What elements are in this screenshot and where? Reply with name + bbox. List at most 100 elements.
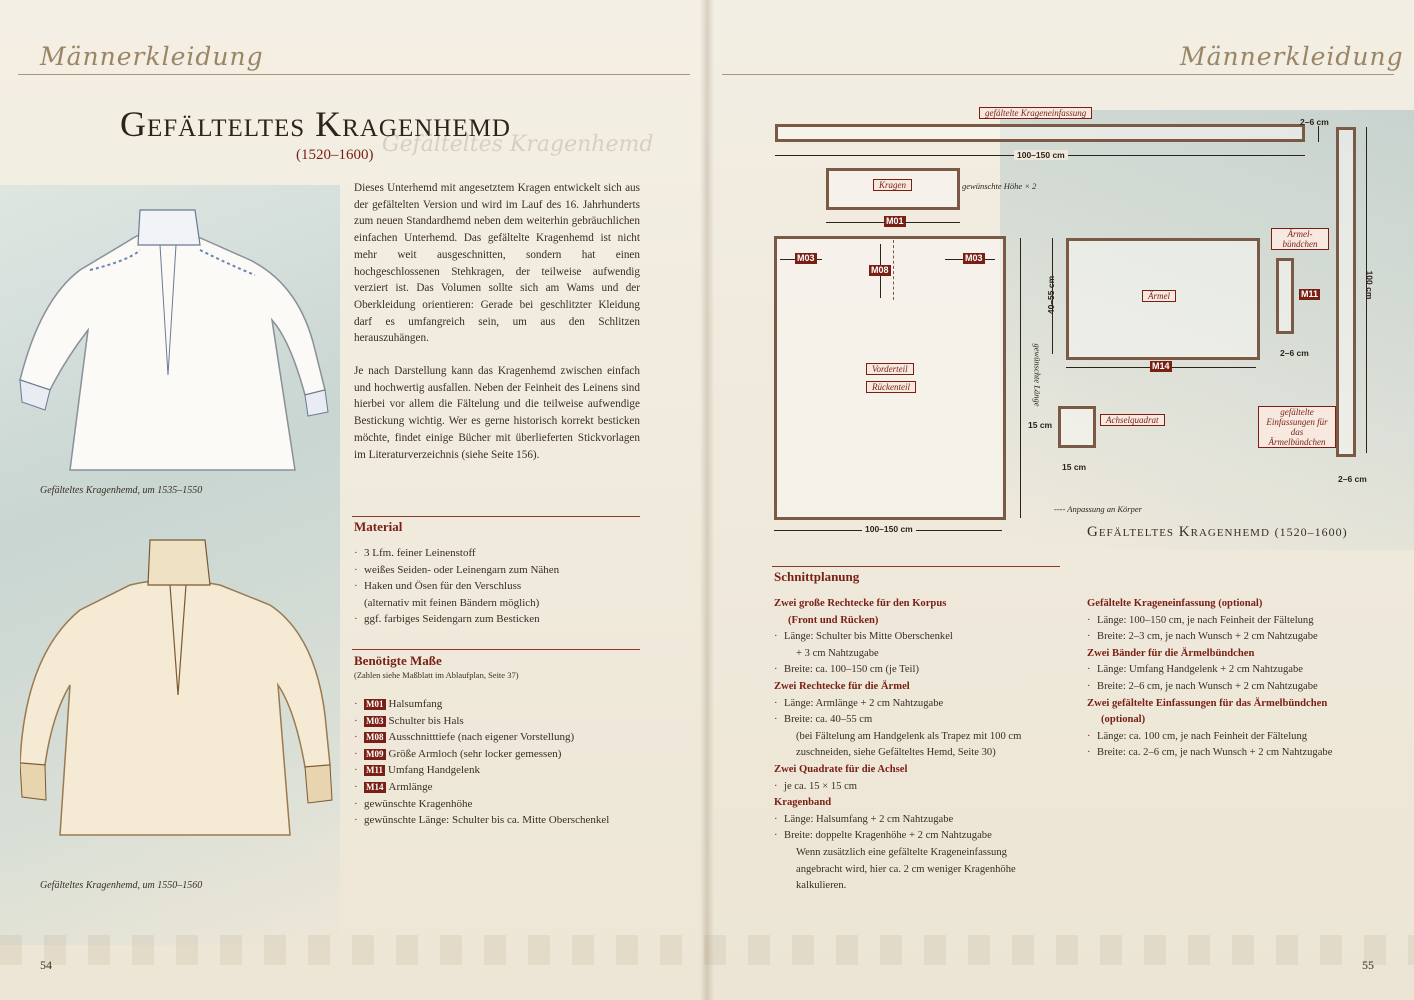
plan-heading: Schnittplanung [774, 569, 860, 584]
dim-line [1020, 238, 1021, 518]
masse-item-label: Armlänge [388, 780, 433, 793]
masse-rule [352, 649, 640, 650]
masse-item: gewünschte Kragenhöhe [354, 796, 654, 813]
pattern-achselquadrat [1058, 406, 1096, 448]
plan-line: Breite: 2–6 cm, je nach Wunsch + 2 cm Na… [1087, 679, 1387, 696]
tag-m01: M01 [884, 216, 906, 227]
tag-m11: M11 [1299, 289, 1321, 300]
masse-item-label: Ausschnitttiefe (nach eigener Vorstellun… [388, 731, 575, 744]
plan-line: (bei Fältelung am Handgelenk als Trapez … [796, 730, 1022, 742]
label-rueckenteil: Rückenteil [866, 381, 916, 393]
plan-column-1: Zwei große Rechtecke für den Korpus(Fron… [774, 596, 1074, 895]
dim-cuff-width: 2–6 cm [1280, 348, 1309, 358]
masse-item-label: Umfang Handgelenk [388, 764, 480, 777]
pattern-strip-kragen-einfassung [775, 124, 1305, 142]
material-list: 3 Lfm. feiner Leinenstoff weißes Seiden-… [354, 545, 644, 628]
plan-line: Zwei Bänder für die Ärmelbündchen [1087, 647, 1255, 659]
measurement-icon: M09 [364, 748, 386, 760]
label-kragen-hoehe: gewünschte Höhe × 2 [962, 181, 1037, 191]
shirt-illustration-2 [20, 539, 333, 836]
masse-item-label: Halsumfang [388, 698, 443, 710]
label-aermelbuendchen: Ärmel-bündchen [1271, 228, 1329, 250]
masse-note: (Zahlen siehe Maßblatt im Ablaufplan, Se… [354, 670, 519, 680]
plan-line: Gefältelte Krageneinfassung (optional) [1087, 598, 1263, 609]
pattern-aermelbuendchen [1276, 258, 1294, 334]
plan-line: Zwei Quadrate für die Achsel [774, 763, 908, 775]
measurement-icon: M08 [364, 732, 386, 744]
footer-ornament [0, 935, 1414, 965]
measurement-icon: M11 [364, 765, 385, 777]
tag-m08: M08 [869, 265, 891, 276]
intro-paragraph-2: Je nach Darstellung kann das Kragenhemd … [354, 365, 640, 461]
intro-paragraph-1: Dieses Unterhemd mit angesetztem Kragen … [354, 182, 640, 345]
dim-strip-width: 2–6 cm [1338, 474, 1367, 484]
header-rule-left [18, 74, 690, 75]
measurement-icon: M03 [364, 715, 386, 727]
label-aermel: Ärmel [1142, 290, 1176, 302]
measurement-icon: M01 [364, 699, 386, 710]
material-item: 3 Lfm. feiner Leinenstoff [354, 545, 644, 562]
page-title: Gefälteltes Kragenhemd [120, 104, 511, 144]
material-rule [352, 516, 640, 517]
masse-item-label: Schulter bis Hals [388, 714, 464, 727]
plan-column-2: Gefältelte Krageneinfassung (optional) Lä… [1087, 596, 1387, 762]
dim-top-width: 100–150 cm [1014, 150, 1068, 160]
page-number-left: 54 [40, 958, 52, 972]
dim-sleeve-height: 40–55 cm [1046, 275, 1057, 315]
page-number-right: 55 [1362, 958, 1374, 972]
tag-m03-left: M03 [795, 253, 817, 264]
chapter-header-right: Männerkleidung [1180, 42, 1404, 71]
plan-rule [772, 566, 1060, 567]
ghost-title: Gefälteltes Kragenhemd [382, 132, 654, 157]
plan-line: + 3 cm Nahtzugabe [796, 647, 879, 659]
masse-item: gewünschte Länge: Schulter bis ca. Mitte… [354, 812, 654, 829]
label-laenge: gewünschte Länge [1032, 343, 1043, 407]
pattern-title: Gefälteltes Kragenhemd (1520–1600) [1087, 524, 1348, 541]
material-item: ggf. farbiges Seidengarn zum Besticken [354, 611, 644, 628]
caption-shirt-1: Gefälteltes Kragenhemd, um 1535–1550 [40, 485, 203, 496]
plan-line: Breite: ca. 2–6 cm, je nach Wunsch + 2 c… [1087, 745, 1387, 762]
plan-line: Länge: Schulter bis Mitte Oberschenkel [774, 629, 1074, 646]
plan-line: Breite: ca. 100–150 cm (je Teil) [774, 662, 1074, 679]
plan-line: (optional) [1101, 714, 1146, 726]
plan-line: Länge: ca. 100 cm, je nach Feinheit der … [1087, 729, 1387, 746]
dim-line [1366, 127, 1367, 453]
dim-strip-length: 100 cm [1364, 270, 1375, 300]
plan-line: je ca. 15 × 15 cm [774, 779, 1074, 796]
material-item: weißes Seiden- oder Leinengarn zum Nähen [354, 562, 644, 579]
plan-line: Kragenband [774, 797, 832, 809]
dim-body-width: 100–150 cm [862, 524, 916, 534]
header-rule-right [722, 74, 1394, 75]
caption-shirt-2: Gefälteltes Kragenhemd, um 1550–1560 [40, 880, 203, 891]
label-achselquadrat: Achselquadrat [1100, 414, 1165, 426]
title-date-range: (1520–1600) [296, 147, 374, 163]
dim-top-height: 2–6 cm [1300, 117, 1329, 127]
plan-line: Breite: doppelte Kragenhöhe + 2 cm Nahtz… [774, 828, 1074, 845]
dim-line [1318, 126, 1319, 142]
label-vorderteil: Vorderteil [866, 363, 914, 375]
masse-heading: Benötigte Maße [354, 653, 442, 668]
label-kragen-einfassung: gefältelte Krageneinfassung [979, 107, 1093, 119]
plan-line: Breite: 2–3 cm, je nach Wunsch + 2 cm Na… [1087, 629, 1387, 646]
chapter-header-left: Männerkleidung [40, 42, 264, 71]
plan-line: Zwei gefältelte Einfassungen für das Ärm… [1087, 697, 1328, 709]
intro-text: Dieses Unterhemd mit angesetztem Kragen … [354, 180, 640, 479]
legend-anpassung: ---- Anpassung an Körper [1054, 504, 1142, 514]
plan-line: kalkulieren. [796, 880, 847, 892]
tag-m03-right: M03 [963, 253, 985, 264]
pattern-title-date: (1520–1600) [1274, 525, 1348, 539]
pattern-title-text: Gefälteltes Kragenhemd [1087, 524, 1270, 540]
pattern-korpus [774, 236, 1006, 520]
measurement-icon: M14 [364, 781, 386, 793]
pattern-einfassung-strip [1336, 127, 1356, 457]
material-heading: Material [354, 519, 403, 534]
shirt-illustration-1 [19, 209, 329, 471]
plan-line: Länge: Halsumfang + 2 cm Nahtzugabe [774, 812, 1074, 829]
plan-line: Zwei Rechtecke für die Ärmel [774, 680, 910, 692]
